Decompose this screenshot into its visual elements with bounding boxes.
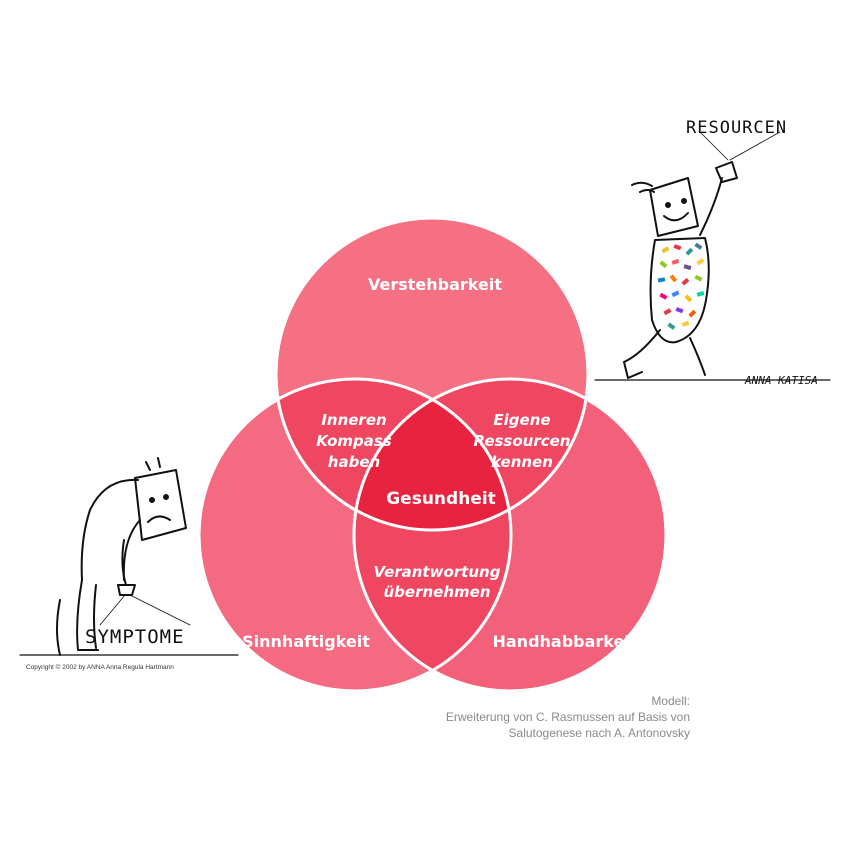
copyright-text: Copyright © 2002 by ANNA Anna Regula Har… [26,664,174,671]
overlap-center [354,379,511,530]
label-kennen: kennen [491,453,553,471]
model-note-line2: Erweiterung von C. Rasmussen auf Basis v… [445,710,690,724]
label-inneren: Inneren [321,411,386,429]
label-haben: haben [328,453,380,471]
label-sinnhaftigkeit: Sinnhaftigkeit [242,632,370,651]
label-ressourcen: Ressourcen [474,432,571,450]
resourcen-sign-text: RESOURCEN [686,118,787,138]
label-verantwortung: Verantwortung [374,563,501,581]
confetti-pattern [657,242,705,330]
model-note-line3: Salutogenese nach A. Antonovsky [508,726,690,740]
outline-right [352,377,668,693]
happy-figure-icon [594,131,831,381]
label-kompass: Kompass [316,432,392,450]
label-verstehbarkeit: Verstehbarkeit [368,275,502,294]
label-eigene: Eigene [493,411,550,429]
sad-figure-icon [19,457,239,656]
model-note: Modell: Erweiterung von C. Rasmussen auf… [400,693,690,741]
outline-top [274,216,590,532]
label-uebernehmen: übernehmen [384,583,491,601]
symptome-sign-text: SYMPTOME [85,626,185,648]
label-handhabbarkeit: Handhabbarkeit [492,632,637,651]
artist-signature: ANNA KATISA [744,374,818,387]
label-gesundheit: Gesundheit [386,489,496,509]
outline-left [197,377,513,693]
model-note-line1: Modell: [651,694,690,708]
